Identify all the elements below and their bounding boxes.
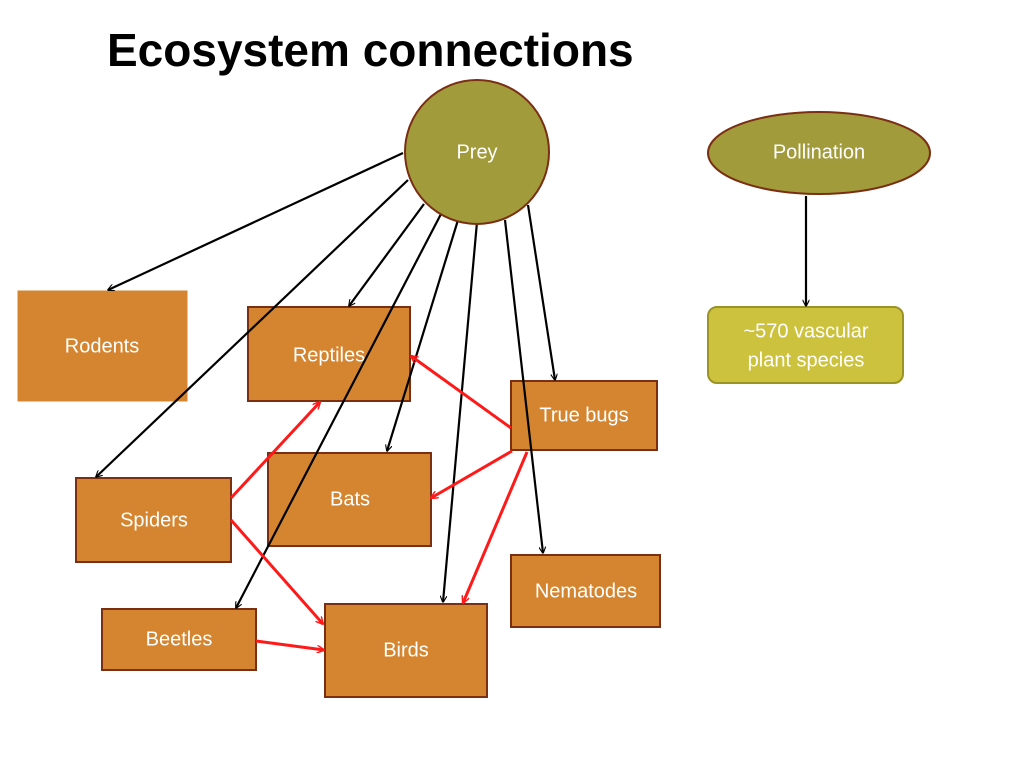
beetles-node	[101, 608, 257, 671]
prey-node	[404, 79, 550, 225]
red-arrows	[229, 356, 529, 650]
arrow-prey-bats	[387, 219, 460, 451]
black-arrows	[96, 152, 806, 608]
spiders-node	[75, 477, 232, 563]
arrow-prey-true-bugs	[526, 204, 555, 380]
reptiles-label: Reptiles	[293, 344, 365, 366]
arrow-spiders-reptiles	[229, 402, 320, 500]
spiders-label: Spiders	[120, 509, 188, 531]
reptiles-node	[247, 306, 411, 402]
arrow-prey-nematodes	[503, 219, 543, 553]
rodents-label: Rodents	[65, 335, 140, 357]
pollination-label: Pollination	[773, 141, 865, 163]
plant-species-node	[707, 306, 904, 384]
true-bugs-label: True bugs	[539, 404, 628, 426]
arrow-prey-reptiles	[349, 203, 425, 306]
arrow-beetles-birds	[255, 639, 324, 650]
arrow-true-bugs-bats	[431, 449, 513, 500]
rodents-node	[17, 290, 188, 402]
nematodes-node	[510, 554, 661, 628]
bats-label: Bats	[330, 488, 370, 510]
arrow-true-bugs-reptiles	[411, 356, 512, 430]
true-bugs-node	[510, 380, 658, 451]
bats-node	[267, 452, 432, 547]
arrow-prey-beetles	[235, 213, 442, 608]
birds-label: Birds	[383, 639, 429, 661]
plant-species-label-line2: plant species	[748, 349, 865, 371]
prey-label: Prey	[456, 141, 497, 163]
plant-species-label-line1: ~570 vascular	[743, 320, 868, 342]
arrow-prey-spiders	[96, 179, 409, 477]
pollination-node	[707, 111, 931, 195]
arrow-spiders-birds	[229, 519, 323, 624]
slide-title: Ecosystem connections	[107, 24, 634, 76]
beetles-label: Beetles	[146, 628, 213, 650]
arrow-true-bugs-birds	[463, 451, 529, 603]
arrow-prey-birds	[443, 221, 479, 602]
nematodes-label: Nematodes	[535, 580, 637, 602]
arrow-prey-rodents	[108, 152, 404, 290]
